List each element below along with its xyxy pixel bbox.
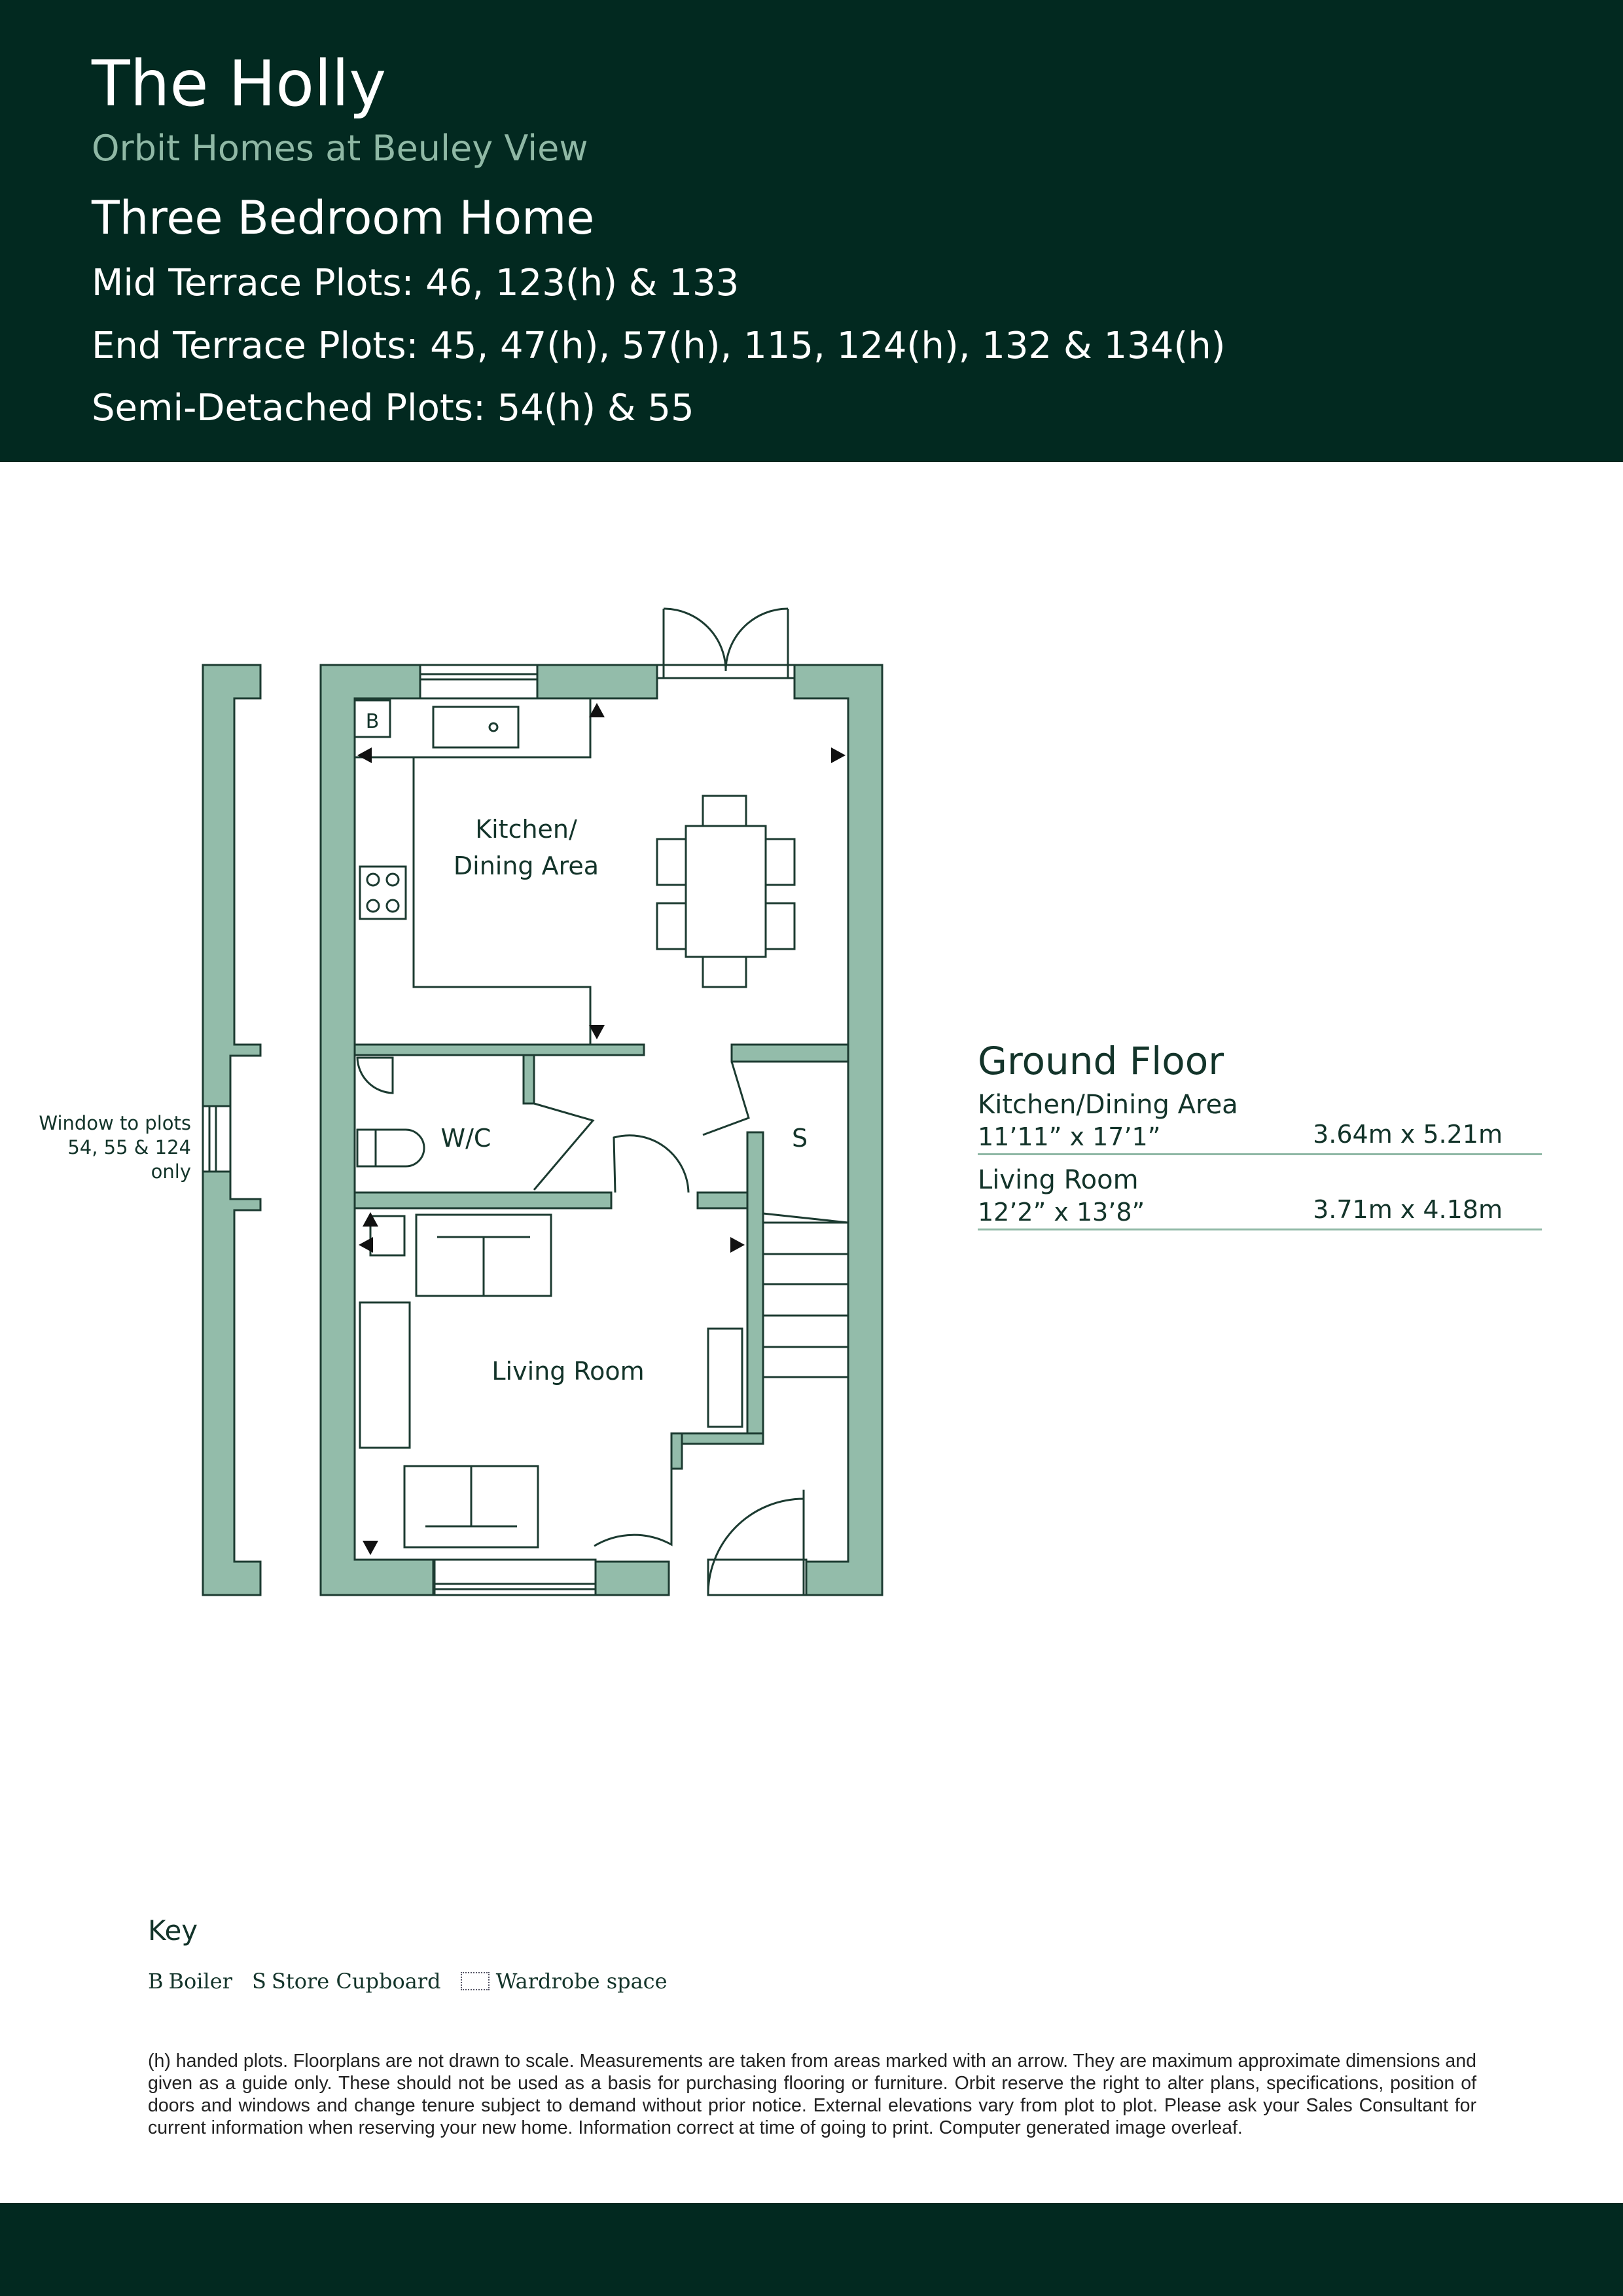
wardrobe-swatch: [460, 1972, 490, 1990]
plots-end-terrace: End Terrace Plots: 45, 47(h), 57(h), 115…: [92, 325, 1226, 367]
wardrobe-key: Wardrobe space: [495, 1969, 668, 1994]
footer-band: [0, 2203, 1623, 2296]
header-band: The Holly Orbit Homes at Beuley View Thr…: [0, 0, 1623, 462]
kitchen-label-line2: Dining Area: [454, 852, 599, 880]
boiler-label: B: [366, 710, 380, 733]
room-name: Living Room: [978, 1165, 1139, 1195]
key-title: Key: [148, 1914, 198, 1946]
store-label: S: [792, 1124, 808, 1153]
boiler-key: Boiler: [168, 1969, 232, 1994]
fixtures: [202, 607, 849, 1596]
key-legend: B Boiler S Store Cupboard Wardrobe space: [148, 1969, 668, 1994]
development-name: Orbit Homes at Beuley View: [92, 128, 588, 169]
room-kitchen-dining: Kitchen/Dining Area 11’11” x 17’1” 3.64m…: [978, 1089, 1542, 1155]
home-type: Three Bedroom Home: [92, 191, 595, 245]
room-metric: 3.71m x 4.18m: [1313, 1195, 1503, 1224]
walls: [202, 664, 883, 1596]
store-code: S: [252, 1969, 266, 1994]
wc-label: W/C: [441, 1124, 491, 1153]
floor-plan: B Kitchen/ Dining Area W/C S Living Room: [202, 607, 883, 1596]
room-name: Kitchen/Dining Area: [978, 1090, 1238, 1120]
disclaimer: (h) handed plots. Floorplans are not dra…: [148, 2051, 1476, 2138]
page-title: The Holly: [92, 47, 387, 120]
room-metric: 3.64m x 5.21m: [1313, 1120, 1503, 1149]
window-note: Window to plots 54, 55 & 124 only: [26, 1111, 191, 1184]
ground-floor-title: Ground Floor: [978, 1039, 1224, 1083]
living-room-label: Living Room: [491, 1357, 644, 1386]
plots-mid-terrace: Mid Terrace Plots: 46, 123(h) & 133: [92, 262, 740, 304]
room-living: Living Room 12’2” x 13’8” 3.71m x 4.18m: [978, 1164, 1542, 1230]
kitchen-label-line1: Kitchen/: [475, 815, 577, 844]
room-imperial: 12’2” x 13’8”: [978, 1198, 1145, 1227]
room-imperial: 11’11” x 17’1”: [978, 1122, 1161, 1151]
window-note-line1: Window to plots: [39, 1112, 191, 1134]
store-key: Store Cupboard: [271, 1969, 441, 1994]
measure-arrows: [357, 703, 846, 1555]
ground-floor-dimensions: Ground Floor Kitchen/Dining Area 11’11” …: [978, 1039, 1542, 1230]
plots-semi-detached: Semi-Detached Plots: 54(h) & 55: [92, 387, 694, 429]
boiler-code: B: [148, 1969, 164, 1994]
window-note-line2: 54, 55 & 124 only: [67, 1136, 191, 1183]
